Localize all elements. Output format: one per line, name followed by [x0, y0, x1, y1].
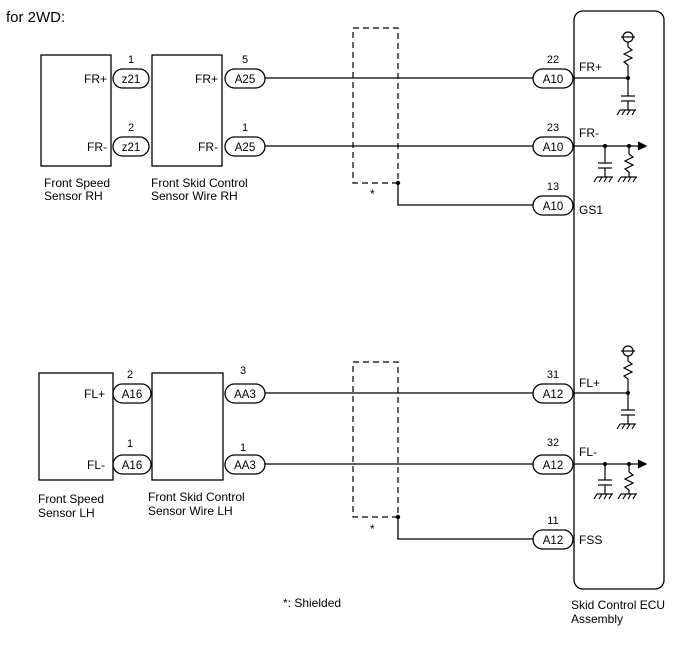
shield-rh-mark: *: [370, 187, 375, 201]
connector-z21-top-pin: 1: [128, 54, 134, 66]
front-speed-sensor-lh-box: [38, 372, 114, 481]
connector-a10-fr-minus-code: A10: [543, 142, 563, 154]
connector-a10-gs1-code: A10: [543, 201, 563, 213]
ecu-fl-plus-internal-circuit: [573, 345, 636, 430]
sensor-rh-name-line2: Sensor RH: [44, 189, 103, 203]
sensor-lh-pin-label-plus: FL+: [84, 387, 105, 401]
connector-a16-top: [112, 383, 152, 404]
sensor-rh-name-line1: Front Speed: [44, 176, 110, 190]
ecu-fl-minus-node-b: [627, 462, 631, 466]
connector-z21-top-code: z21: [122, 74, 141, 86]
front-skid-control-sensor-wire-lh-box: [151, 372, 224, 481]
shield-lh: [352, 361, 399, 518]
connector-z21-bottom-code: z21: [122, 142, 141, 154]
connector-a16-bottom-pin: 1: [127, 438, 133, 450]
ecu-fr-minus-node-a: [603, 144, 607, 148]
front-speed-sensor-rh-box: [40, 54, 112, 167]
connector-z21-bottom: [112, 136, 150, 157]
connector-a12-fl-plus-code: A12: [543, 389, 563, 401]
connector-a12-fss: [532, 529, 574, 550]
ecu-signal-fss: FSS: [579, 533, 602, 547]
ecu-fr-plus-node: [626, 76, 630, 80]
connector-a10-fr-plus-pin: 22: [547, 54, 559, 66]
ecu-fr-minus-internal-circuit: [573, 141, 648, 183]
connector-a16-top-code: A16: [122, 389, 142, 401]
shield-lh-mark: *: [370, 522, 375, 536]
connector-a16-bottom-code: A16: [122, 460, 142, 472]
connector-aa3-bottom-code: AA3: [234, 460, 256, 472]
connector-aa3-top-code: AA3: [234, 389, 256, 401]
connector-a16-top-pin: 2: [127, 369, 133, 381]
connector-a12-fss-pin: 11: [547, 515, 558, 527]
sensor-lh-pin-label-minus: FL-: [87, 458, 105, 472]
connector-a25-top-pin: 5: [242, 54, 248, 66]
connector-a12-fl-minus-code: A12: [543, 460, 563, 472]
connector-a25-top-code: A25: [235, 74, 255, 86]
ecu-name-line1: Skid Control ECU: [571, 598, 665, 612]
wire-rh-pin-label-minus: FR-: [198, 140, 218, 154]
connector-aa3-top-pin: 3: [240, 365, 246, 377]
wire-lh-name-line2: Sensor Wire LH: [148, 504, 233, 518]
connector-a10-gs1-pin: 13: [547, 181, 559, 193]
connector-a16-bottom: [112, 454, 152, 475]
connector-a25-bottom-pin: 1: [242, 122, 248, 134]
wire-fss: [397, 517, 533, 540]
connector-a12-fl-plus-pin: 31: [547, 369, 559, 381]
connector-z21-bottom-pin: 2: [128, 122, 134, 134]
wire-rh-name-line1: Front Skid Control: [151, 176, 248, 190]
ecu-box: [573, 10, 665, 590]
ecu-fl-minus-internal-circuit: [573, 459, 648, 500]
connector-a10-fr-plus-code: A10: [543, 74, 563, 86]
ecu-fl-minus-node-a: [603, 462, 607, 466]
front-skid-control-sensor-wire-rh-box: [151, 54, 223, 167]
connector-a25-bottom-code: A25: [235, 142, 255, 154]
connector-a10-gs1: [532, 195, 574, 216]
connector-a12-fss-code: A12: [543, 535, 563, 547]
connector-a10-fr-minus-pin: 23: [547, 122, 559, 134]
connector-a12-fl-minus-pin: 32: [547, 437, 559, 449]
ecu-fr-plus-internal-circuit: [573, 31, 636, 116]
shield-rh: [352, 27, 399, 184]
ecu-signal-fr-minus: FR-: [579, 126, 599, 140]
wire-rh-name-line2: Sensor Wire RH: [151, 189, 238, 203]
ecu-signal-fl-plus: FL+: [579, 376, 600, 390]
wire-rh-pin-label-plus: FR+: [195, 72, 218, 86]
wire-gs1: [397, 183, 533, 206]
ecu-signal-fr-plus: FR+: [579, 60, 602, 74]
ecu-signal-fl-minus: FL-: [579, 445, 597, 459]
connector-z21-top: [112, 68, 150, 89]
ecu-name-line2: Assembly: [571, 612, 623, 626]
ecu-fr-minus-node-b: [627, 144, 631, 148]
ecu-signal-gs1: GS1: [579, 203, 603, 217]
sensor-rh-pin-label-plus: FR+: [84, 72, 107, 86]
sensor-lh-name-line1: Front Speed: [38, 492, 104, 506]
ecu-fl-plus-node: [626, 391, 630, 395]
wire-lh-name-line1: Front Skid Control: [148, 490, 245, 504]
sensor-rh-pin-label-minus: FR-: [87, 140, 107, 154]
sensor-lh-name-line2: Sensor LH: [38, 506, 95, 520]
footnote-shielded: *: Shielded: [283, 596, 341, 610]
header-label: for 2WD:: [6, 9, 65, 26]
connector-aa3-bottom-pin: 1: [240, 442, 246, 454]
